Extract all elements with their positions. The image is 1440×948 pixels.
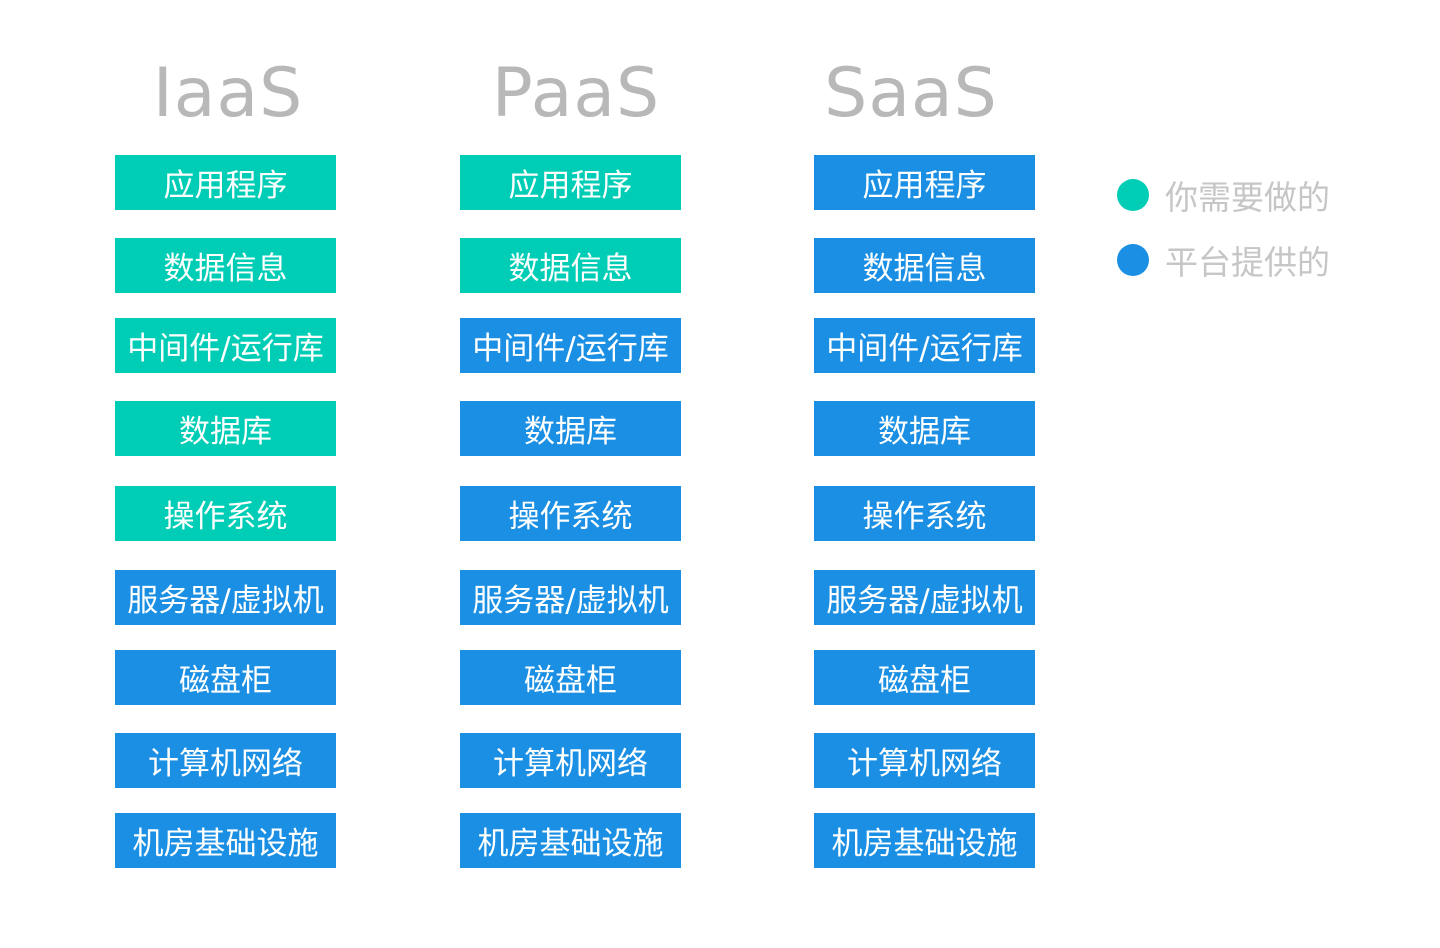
layer-box: 数据库 (814, 401, 1035, 456)
layer-box: 计算机网络 (460, 733, 681, 788)
legend-label: 平台提供的 (1165, 243, 1330, 282)
layer-box: 应用程序 (115, 155, 336, 210)
layer-box: 服务器/虚拟机 (460, 570, 681, 625)
legend-label: 你需要做的 (1165, 178, 1330, 217)
layer-box: 机房基础设施 (460, 813, 681, 868)
layer-box: 中间件/运行库 (460, 318, 681, 373)
legend-dot-icon (1117, 179, 1149, 211)
layer-box: 服务器/虚拟机 (115, 570, 336, 625)
column-title-iaas: IaaS (152, 54, 304, 133)
legend-dot-icon (1117, 244, 1149, 276)
layer-box: 中间件/运行库 (115, 318, 336, 373)
layer-box: 磁盘柜 (814, 650, 1035, 705)
layer-box: 中间件/运行库 (814, 318, 1035, 373)
layer-box: 操作系统 (814, 486, 1035, 541)
column-title-saas: SaaS (824, 54, 998, 133)
legend-item: 平台提供的 (1117, 240, 1330, 282)
legend-item: 你需要做的 (1117, 175, 1330, 217)
layer-box: 操作系统 (460, 486, 681, 541)
layer-box: 数据信息 (460, 238, 681, 293)
layer-box: 计算机网络 (814, 733, 1035, 788)
layer-box: 应用程序 (460, 155, 681, 210)
layer-box: 磁盘柜 (115, 650, 336, 705)
layer-box: 服务器/虚拟机 (814, 570, 1035, 625)
layer-box: 计算机网络 (115, 733, 336, 788)
layer-box: 数据库 (115, 401, 336, 456)
layer-box: 应用程序 (814, 155, 1035, 210)
layer-box: 操作系统 (115, 486, 336, 541)
layer-box: 磁盘柜 (460, 650, 681, 705)
layer-box: 数据信息 (115, 238, 336, 293)
column-title-paas: PaaS (491, 54, 661, 133)
layer-box: 数据信息 (814, 238, 1035, 293)
layer-box: 机房基础设施 (115, 813, 336, 868)
layer-box: 机房基础设施 (814, 813, 1035, 868)
layer-box: 数据库 (460, 401, 681, 456)
